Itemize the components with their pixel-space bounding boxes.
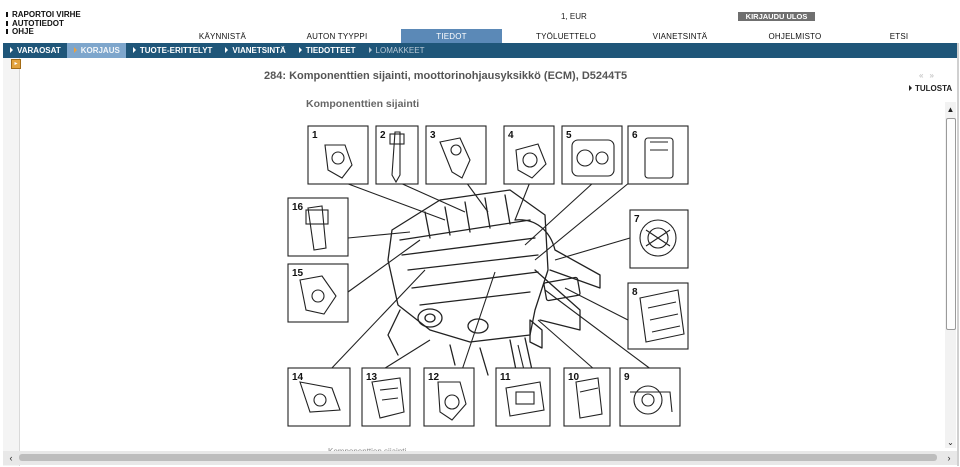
- subnav-parts[interactable]: VARAOSAT: [3, 43, 67, 58]
- car-info-link[interactable]: AUTOTIEDOT: [6, 19, 81, 29]
- component-box-6: [627, 125, 689, 185]
- component-box-11: [495, 367, 551, 427]
- component-box-12: [423, 367, 475, 427]
- document-navigation: «»: [919, 71, 940, 80]
- double-chevron-left-icon[interactable]: «: [919, 71, 930, 80]
- figure-label-10: 10: [568, 372, 580, 383]
- component-box-4: [503, 125, 555, 185]
- document-title: 284: Komponenttien sijainti, moottorinoh…: [264, 70, 628, 82]
- arrow-right-icon: [73, 46, 77, 53]
- tab-software[interactable]: OHJELMISTO: [768, 32, 822, 41]
- subnav-troubleshooting[interactable]: VIANETSINTÄ: [218, 43, 291, 58]
- figure-label-6: 6: [632, 130, 638, 141]
- top-links: RAPORTOI VIRHE AUTOTIEDOT OHJE: [6, 10, 81, 37]
- chevron-left-icon[interactable]: ‹: [9, 453, 13, 463]
- logout-button[interactable]: KIRJAUDU ULOS: [738, 12, 815, 21]
- subnav-repair[interactable]: KORJAUS: [66, 43, 126, 58]
- arrow-right-icon: [10, 46, 13, 53]
- section-title: Komponenttien sijainti: [306, 98, 420, 110]
- figure-label-7: 7: [634, 214, 640, 225]
- horizontal-scroll-thumb[interactable]: [19, 454, 937, 461]
- vertical-scroll-thumb[interactable]: [946, 118, 956, 330]
- figure-label-14: 14: [292, 372, 304, 383]
- figure-label-5: 5: [566, 130, 572, 141]
- report-error-link[interactable]: RAPORTOI VIRHE: [6, 10, 81, 20]
- arrow-right-icon: [298, 46, 302, 53]
- figure-label-9: 9: [624, 372, 630, 383]
- bullet-icon: [6, 12, 8, 18]
- help-link[interactable]: OHJE: [6, 27, 81, 37]
- figure-label-16: 16: [292, 202, 304, 213]
- main-tabs: KÄYNNISTÄ AUTON TYYPPI TIEDOT TYÖLUETTEL…: [172, 29, 938, 43]
- horizontal-scrollbar[interactable]: ‹ ›: [3, 451, 957, 465]
- vertical-scrollbar[interactable]: ▲ ⌄: [945, 102, 956, 448]
- component-box-1: [307, 125, 369, 185]
- tab-troubleshooting[interactable]: VIANETSINTÄ: [652, 32, 708, 41]
- component-box-16: [287, 197, 349, 257]
- figure-label-3: 3: [430, 130, 436, 141]
- subnav-forms[interactable]: LOMAKKEET: [362, 43, 431, 58]
- right-frame-border: [957, 43, 959, 466]
- arrow-right-icon: [132, 46, 136, 53]
- chevron-up-icon[interactable]: ▲: [946, 105, 955, 114]
- component-box-2: [375, 125, 419, 185]
- figure-label-15: 15: [292, 268, 304, 279]
- tab-work-list[interactable]: TYÖLUETTELO: [536, 32, 596, 41]
- tab-search[interactable]: ETSI: [889, 32, 909, 41]
- arrow-right-icon: [909, 84, 912, 91]
- arrow-right-icon: [225, 46, 229, 53]
- left-frame: [3, 58, 20, 466]
- figure-label-13: 13: [366, 372, 378, 383]
- print-link[interactable]: TULOSTA: [909, 84, 952, 93]
- chevron-down-icon[interactable]: ⌄: [947, 438, 954, 447]
- figure-label-2: 2: [380, 130, 386, 141]
- tab-start[interactable]: KÄYNNISTÄ: [198, 32, 247, 41]
- tab-info[interactable]: TIEDOT: [401, 29, 502, 43]
- subnav-specifications[interactable]: TUOTE-ERITTELYT: [126, 43, 219, 58]
- arrow-right-icon: [368, 46, 372, 53]
- figure-label-8: 8: [632, 287, 638, 298]
- component-location-figure: 1 2 3 4 5 6 7 8 9 10 11 12 13 14 15 16: [287, 125, 689, 427]
- component-sketches: [299, 131, 685, 421]
- tab-car-type[interactable]: AUTON TYYPPI: [306, 32, 368, 41]
- subnav-bulletins[interactable]: TIEDOTTEET: [292, 43, 362, 58]
- bullet-icon: [6, 29, 8, 35]
- figure-label-12: 12: [428, 372, 440, 383]
- double-chevron-right-icon[interactable]: »: [929, 71, 940, 80]
- figure-label-1: 1: [312, 130, 318, 141]
- component-box-14: [287, 367, 351, 427]
- bullet-icon: [6, 20, 8, 26]
- figure-label-4: 4: [508, 130, 514, 141]
- currency-indicator: 1, EUR: [561, 12, 587, 21]
- chevron-right-icon[interactable]: ›: [947, 453, 951, 463]
- figure-label-11: 11: [500, 372, 511, 383]
- sub-navigation: VARAOSAT KORJAUS TUOTE-ERITTELYT VIANETS…: [3, 43, 957, 58]
- expand-panel-icon[interactable]: ▸: [11, 59, 21, 69]
- engine-outline: [387, 189, 549, 343]
